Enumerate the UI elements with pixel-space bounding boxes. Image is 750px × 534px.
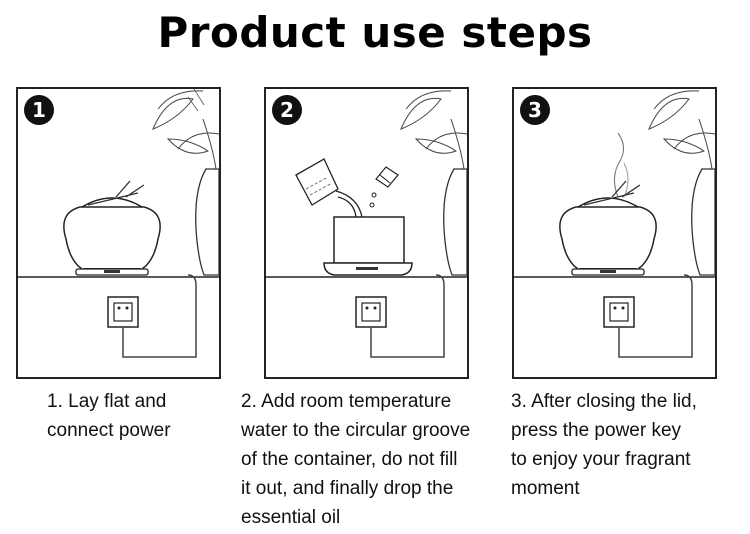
step-2-illustration: 2 [264,87,469,379]
step-number-badge: 1 [24,95,54,125]
step-1-illustration: 1 [16,87,221,379]
caption-line: 3. After closing the lid, [511,391,697,412]
caption-line: press the power key [511,420,682,441]
step-number-badge: 3 [520,95,550,125]
caption-line: moment [511,478,580,499]
caption-line: to enjoy your fragrant [511,449,691,470]
caption-line: 1. Lay flat and [47,391,167,412]
caption-line: it out, and finally drop the [241,478,454,499]
diffuser-misting-drawing [514,90,715,358]
caption-line: water to the circular groove [241,420,471,441]
page-title: Product use steps [157,8,593,57]
diffuser-with-lid-drawing [18,89,219,358]
diffuser-filling-drawing [266,90,467,358]
step-1-caption: 1. Lay flat and connect power [47,387,247,445]
step-3-caption: 3. After closing the lid, press the power… [511,387,741,503]
caption-line: 2. Add room temperature [241,391,452,412]
step-3-illustration: 3 [512,87,717,379]
caption-line: of the container, do not fill [241,449,458,470]
caption-line: essential oil [241,507,341,528]
step-number-badge: 2 [272,95,302,125]
step-2-caption: 2. Add room temperature water to the circ… [241,387,511,532]
caption-line: connect power [47,420,171,441]
